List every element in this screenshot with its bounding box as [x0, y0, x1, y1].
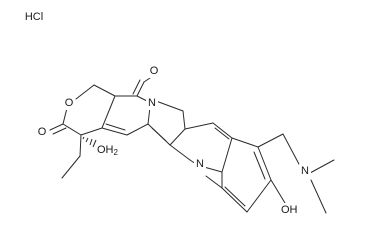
chemical-structure-diagram: HCl — [25, 11, 335, 217]
atom-label-carbonyl-oxygen-left: O — [38, 126, 47, 138]
atom-label-pyridone-nitrogen: N — [148, 97, 156, 109]
atom-label-lactone-oxygen: O — [65, 97, 74, 109]
atom-labels: O O O N N N OH2 OH — [36, 64, 311, 217]
atom-label-amine-nitrogen: N — [301, 165, 309, 177]
bond-lines — [49, 77, 335, 214]
salt-label: HCl — [25, 11, 43, 23]
atom-label-hydroxyl-c20: OH2 — [97, 144, 119, 157]
atom-label-quinoline-nitrogen: N — [196, 158, 204, 170]
atom-label-carbonyl-oxygen-top: O — [150, 65, 159, 77]
stereo-hash-bond — [82, 136, 97, 148]
atom-label-hydroxyl-phenol: OH — [281, 204, 298, 216]
